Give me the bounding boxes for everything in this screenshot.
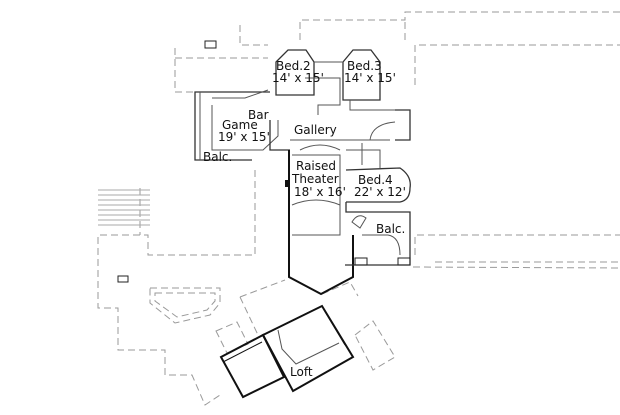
room-size-game: 19' x 15' (218, 130, 270, 144)
chimney-icon (204, 40, 217, 49)
room-size-bed3: 14' x 15' (344, 71, 396, 85)
deck (98, 189, 150, 226)
room-label-game: Game (222, 118, 258, 132)
room-label-balcony-left: Balc. (203, 150, 232, 164)
chimney-icon (117, 275, 129, 283)
walls (194, 49, 411, 399)
room-label-theater: Theater (291, 172, 339, 186)
room-size-bed2: 14' x 15' (272, 71, 324, 85)
room-label-bar: Bar (248, 108, 269, 122)
room-size-bed4: 22' x 12' (354, 185, 406, 199)
roof-outline (97, 11, 620, 406)
room-label-bed4: Bed.4 (358, 173, 393, 187)
room-label-bed3: Bed.3 (347, 59, 382, 73)
room-label-gallery: Gallery (294, 123, 337, 137)
room-label-balcony-right: Balc. (376, 222, 405, 236)
room-label-loft: Loft (290, 365, 313, 379)
column-marker (285, 180, 290, 187)
room-label-raised: Raised (296, 159, 336, 173)
room-label-bed2: Bed.2 (276, 59, 311, 73)
room-size-theater: 18' x 16' (294, 185, 346, 199)
